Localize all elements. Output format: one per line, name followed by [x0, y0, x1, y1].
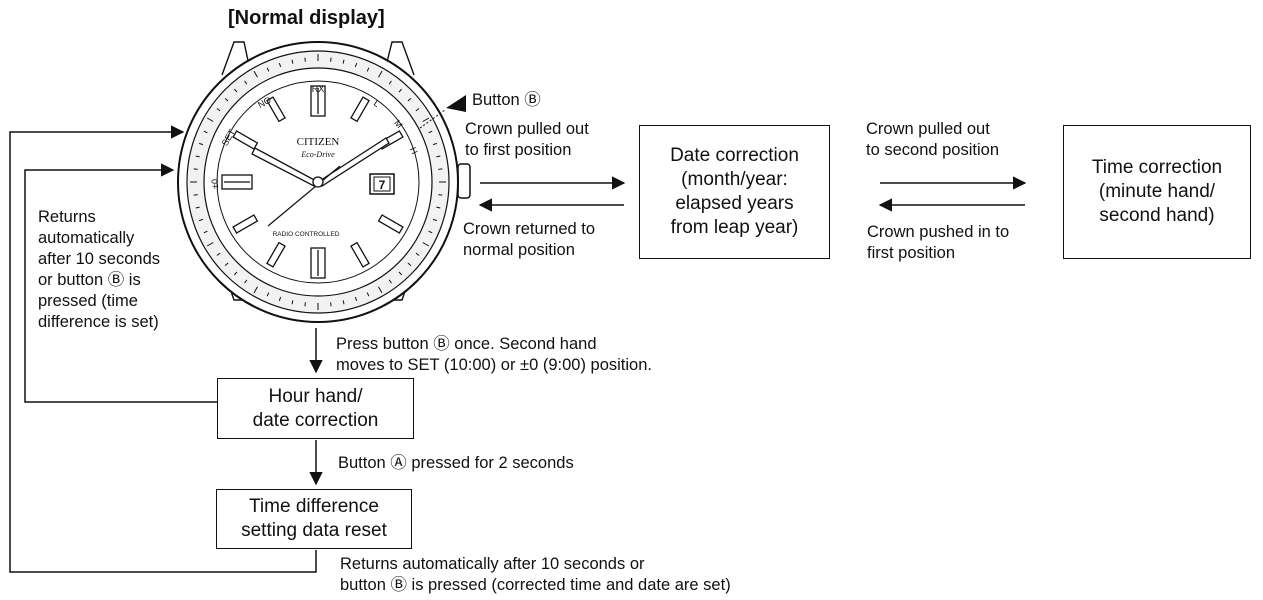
- bezel-tick: [415, 252, 420, 256]
- bezel-tick: [436, 155, 441, 158]
- bezel-tick: [244, 279, 248, 284]
- hour-index: [232, 130, 259, 150]
- button-b-label: Button Ⓑ: [472, 91, 541, 109]
- return-loop-hour: [24, 163, 218, 403]
- bezel-tick: [195, 206, 200, 209]
- bezel-ticks: [190, 54, 446, 310]
- watch-crown: [457, 163, 471, 199]
- bezel-tick: [244, 80, 248, 85]
- bezel-tick: [415, 108, 420, 112]
- subbrand-text: Eco-Drive: [300, 150, 335, 159]
- hands-pivot: [312, 176, 324, 188]
- hour-date-correction-box: Hour hand/ date correction: [217, 378, 414, 439]
- bezel-tick: [432, 218, 438, 222]
- bezel-tick: [278, 296, 282, 302]
- hour-indices: [221, 85, 404, 279]
- bezel-tick: [198, 218, 204, 222]
- bezel-tick: [224, 262, 229, 267]
- bezel-tick: [198, 142, 204, 146]
- watch-illustration: 7 CITIZEN Eco-Drive RADIO CONTROLLED RX …: [177, 41, 471, 323]
- bezel-tick: [407, 97, 412, 102]
- bezel-tick: [216, 252, 221, 256]
- crown-pushed-label: Crown pushed in to first position: [867, 223, 1010, 262]
- bezel-tick: [224, 97, 229, 102]
- bezel-tick: [291, 300, 294, 305]
- bezel-tick: [195, 155, 200, 158]
- returns-bottom-label: Returns automatically after 10 seconds o…: [340, 555, 731, 594]
- bezel-tick: [428, 230, 433, 234]
- time-correction-box: Time correction (minute hand/ second han…: [1063, 125, 1251, 259]
- bezel-label-pm0: ±0: [210, 179, 220, 189]
- bezel-label-rx: RX: [312, 84, 325, 94]
- page-title: [Normal display]: [228, 7, 385, 29]
- bezel-tick: [253, 70, 258, 78]
- bezel-tick: [388, 279, 392, 284]
- bezel-tick: [203, 230, 208, 234]
- bezel-tick: [291, 59, 294, 64]
- crown-first-out-label: Crown pulled out to first position: [465, 120, 589, 159]
- bezel-tick: [354, 296, 358, 302]
- bezel-tick: [206, 242, 214, 247]
- bezel-tick: [266, 292, 270, 297]
- radio-controlled-text: RADIO CONTROLLED: [273, 231, 340, 238]
- press-b-label: Press button Ⓑ once. Second hand moves t…: [336, 335, 652, 374]
- return-loop-reset: [9, 125, 317, 573]
- hour-index: [350, 241, 370, 268]
- bezel-tick: [233, 271, 238, 276]
- bezel-tick: [398, 271, 403, 276]
- button-a-label: Button Ⓐ pressed for 2 seconds: [338, 454, 574, 472]
- returns-left-label: Returns automatically after 10 seconds o…: [38, 208, 160, 331]
- bezel-tick: [422, 242, 430, 247]
- date-correction-box: Date correction (month/year: elapsed yea…: [639, 125, 830, 259]
- bezel-tick: [216, 108, 221, 112]
- brand-text: CITIZEN: [297, 136, 340, 148]
- bezel-label-h: H: [408, 146, 420, 156]
- hour-index: [266, 241, 286, 268]
- hour-index: [266, 96, 286, 123]
- bezel-tick: [398, 88, 403, 93]
- bezel-tick: [342, 59, 345, 64]
- bezel-tick: [422, 117, 430, 122]
- bezel-tick: [407, 262, 412, 267]
- bezel-tick: [428, 130, 433, 134]
- time-difference-reset-box: Time difference setting data reset: [216, 489, 412, 549]
- bezel-tick: [366, 292, 370, 297]
- bezel-tick: [278, 62, 282, 68]
- second-hand: [267, 165, 341, 227]
- bezel-tick: [436, 206, 441, 209]
- bezel-tick: [354, 62, 358, 68]
- date-value: 7: [379, 178, 386, 192]
- crown-second-out-label: Crown pulled out to second position: [866, 120, 1000, 159]
- bezel-tick: [378, 286, 383, 294]
- bezel-tick: [378, 70, 383, 78]
- bezel-label-l: L: [372, 98, 382, 109]
- bezel-tick: [233, 88, 238, 93]
- hour-index: [350, 96, 370, 123]
- bezel-tick: [253, 286, 258, 294]
- hour-index: [232, 214, 259, 234]
- bezel-tick: [366, 67, 370, 72]
- hour-index: [377, 214, 404, 234]
- bezel-tick: [203, 130, 208, 134]
- button-b-pointer: [446, 95, 466, 112]
- button-b-leader: [419, 109, 446, 129]
- bezel-tick: [266, 67, 270, 72]
- bezel-tick: [206, 117, 214, 122]
- date-window-inner: [373, 176, 391, 192]
- bezel-tick: [342, 300, 345, 305]
- bezel-tick: [388, 80, 392, 85]
- crown-returned-label: Crown returned to normal position: [463, 220, 596, 259]
- bezel-tick: [432, 142, 438, 146]
